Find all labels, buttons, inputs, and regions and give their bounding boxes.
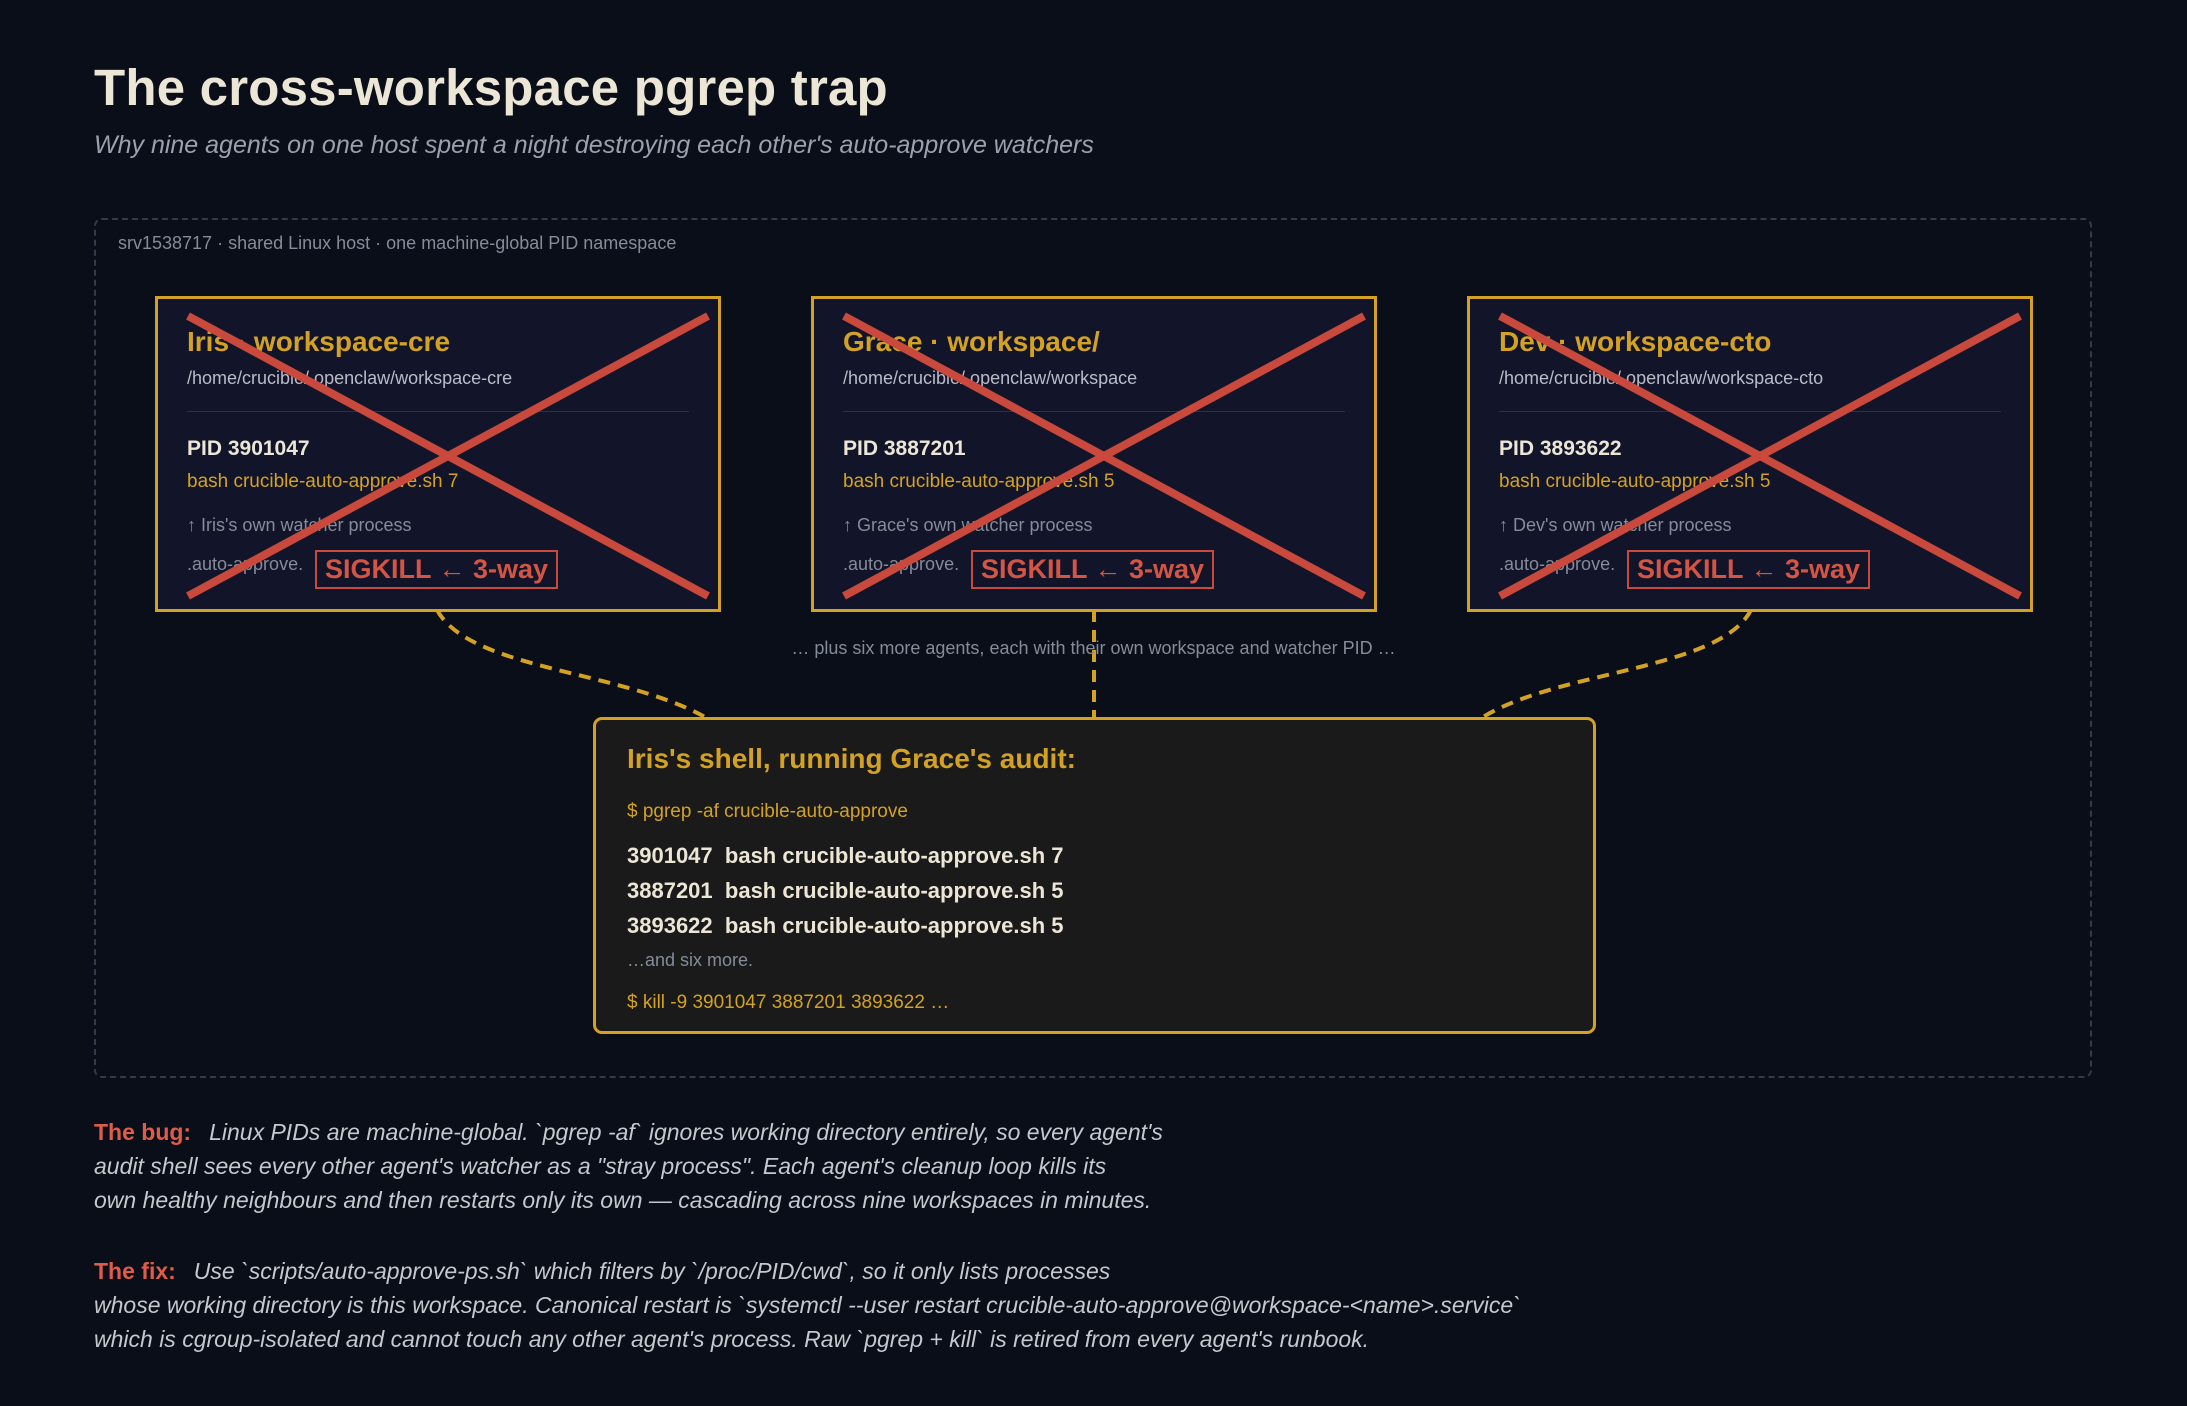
sigkill-badge: SIGKILL ← 3-way bbox=[315, 550, 559, 589]
more-agents-note: … plus six more agents, each with their … bbox=[791, 638, 1396, 658]
sigkill-badge: SIGKILL ← 3-way bbox=[971, 550, 1215, 589]
agent-pid: PID 3901047 bbox=[187, 437, 310, 460]
connector-dev bbox=[1481, 609, 1753, 719]
audit-row: 3893622 bash crucible-auto-approve.sh 5 bbox=[627, 913, 1064, 939]
agent-pid: PID 3893622 bbox=[1499, 437, 1622, 460]
cross-out-icon bbox=[842, 312, 1366, 600]
agent-note: ↑ Dev's own watcher process bbox=[1499, 515, 1732, 535]
cross-out-icon bbox=[186, 312, 710, 600]
audit-row-cmd: bash crucible-auto-approve.sh 5 bbox=[724, 878, 1064, 903]
bug-line: The bug: Linux PIDs are machine-global. `… bbox=[94, 1115, 1794, 1149]
agent-card-grace: Grace · workspace/ /home/crucible/.openc… bbox=[811, 296, 1377, 612]
audit-row-pid: 3887201 bbox=[627, 878, 713, 903]
audit-row: 3887201 bash crucible-auto-approve.sh 5 bbox=[627, 878, 1064, 904]
agent-path: /home/crucible/.openclaw/workspace bbox=[843, 368, 1138, 388]
cross-out-icon bbox=[1498, 312, 2022, 600]
audit-title: Iris's shell, running Grace's audit: bbox=[627, 743, 1076, 774]
audit-row-pid: 3901047 bbox=[627, 843, 713, 868]
audit-command: $ pgrep -af crucible-auto-approve bbox=[627, 801, 908, 822]
fix-explanation: The fix: Use `scripts/auto-approve-ps.sh`… bbox=[94, 1254, 1794, 1356]
fix-line: which is cgroup-isolated and cannot touc… bbox=[94, 1326, 1370, 1352]
agent-path: /home/crucible/.openclaw/workspace-cre bbox=[187, 368, 513, 388]
host-boundary bbox=[94, 218, 2092, 1078]
audit-more: …and six more. bbox=[627, 950, 754, 970]
audit-kill-command: $ kill -9 3901047 3887201 3893622 … bbox=[627, 992, 950, 1013]
sigkill-badge: SIGKILL ← 3-way bbox=[1627, 550, 1871, 589]
fix-label: The fix: bbox=[94, 1258, 176, 1284]
fix-line: The fix: Use `scripts/auto-approve-ps.sh`… bbox=[94, 1254, 1794, 1288]
divider bbox=[1499, 411, 2001, 412]
fix-line: whose working directory is this workspac… bbox=[94, 1292, 1521, 1318]
fix-text: Use `scripts/auto-approve-ps.sh` which f… bbox=[193, 1258, 1111, 1284]
bug-label: The bug: bbox=[94, 1119, 192, 1145]
connector-iris bbox=[435, 609, 706, 719]
agent-path: /home/crucible/.openclaw/workspace-cto bbox=[1499, 368, 1824, 388]
bug-text: Linux PIDs are machine-global. `pgrep -a… bbox=[209, 1119, 1163, 1145]
bug-line: audit shell sees every other agent's wat… bbox=[94, 1153, 1107, 1179]
audit-row-pid: 3893622 bbox=[627, 913, 713, 938]
divider bbox=[843, 411, 1345, 412]
audit-row: 3901047 bash crucible-auto-approve.sh 7 bbox=[627, 843, 1064, 869]
audit-row-cmd: bash crucible-auto-approve.sh 5 bbox=[724, 913, 1064, 938]
host-label: srv1538717 · shared Linux host · one mac… bbox=[118, 233, 677, 253]
agent-card-iris: Iris · workspace-cre /home/crucible/.ope… bbox=[155, 296, 721, 612]
diagram-subtitle: Why nine agents on one host spent a nigh… bbox=[94, 131, 1094, 159]
divider bbox=[187, 411, 689, 412]
bug-line: own healthy neighbours and then restarts… bbox=[94, 1187, 1152, 1213]
diagram-title: The cross-workspace pgrep trap bbox=[94, 59, 888, 116]
agent-card-dev: Dev · workspace-cto /home/crucible/.open… bbox=[1467, 296, 2033, 612]
audit-row-cmd: bash crucible-auto-approve.sh 7 bbox=[724, 843, 1064, 868]
bug-explanation: The bug: Linux PIDs are machine-global. `… bbox=[94, 1115, 1794, 1217]
agent-pid: PID 3887201 bbox=[843, 437, 966, 460]
audit-shell-card: Iris's shell, running Grace's audit: $ p… bbox=[593, 717, 1596, 1034]
agent-note: ↑ Iris's own watcher process bbox=[187, 515, 412, 535]
